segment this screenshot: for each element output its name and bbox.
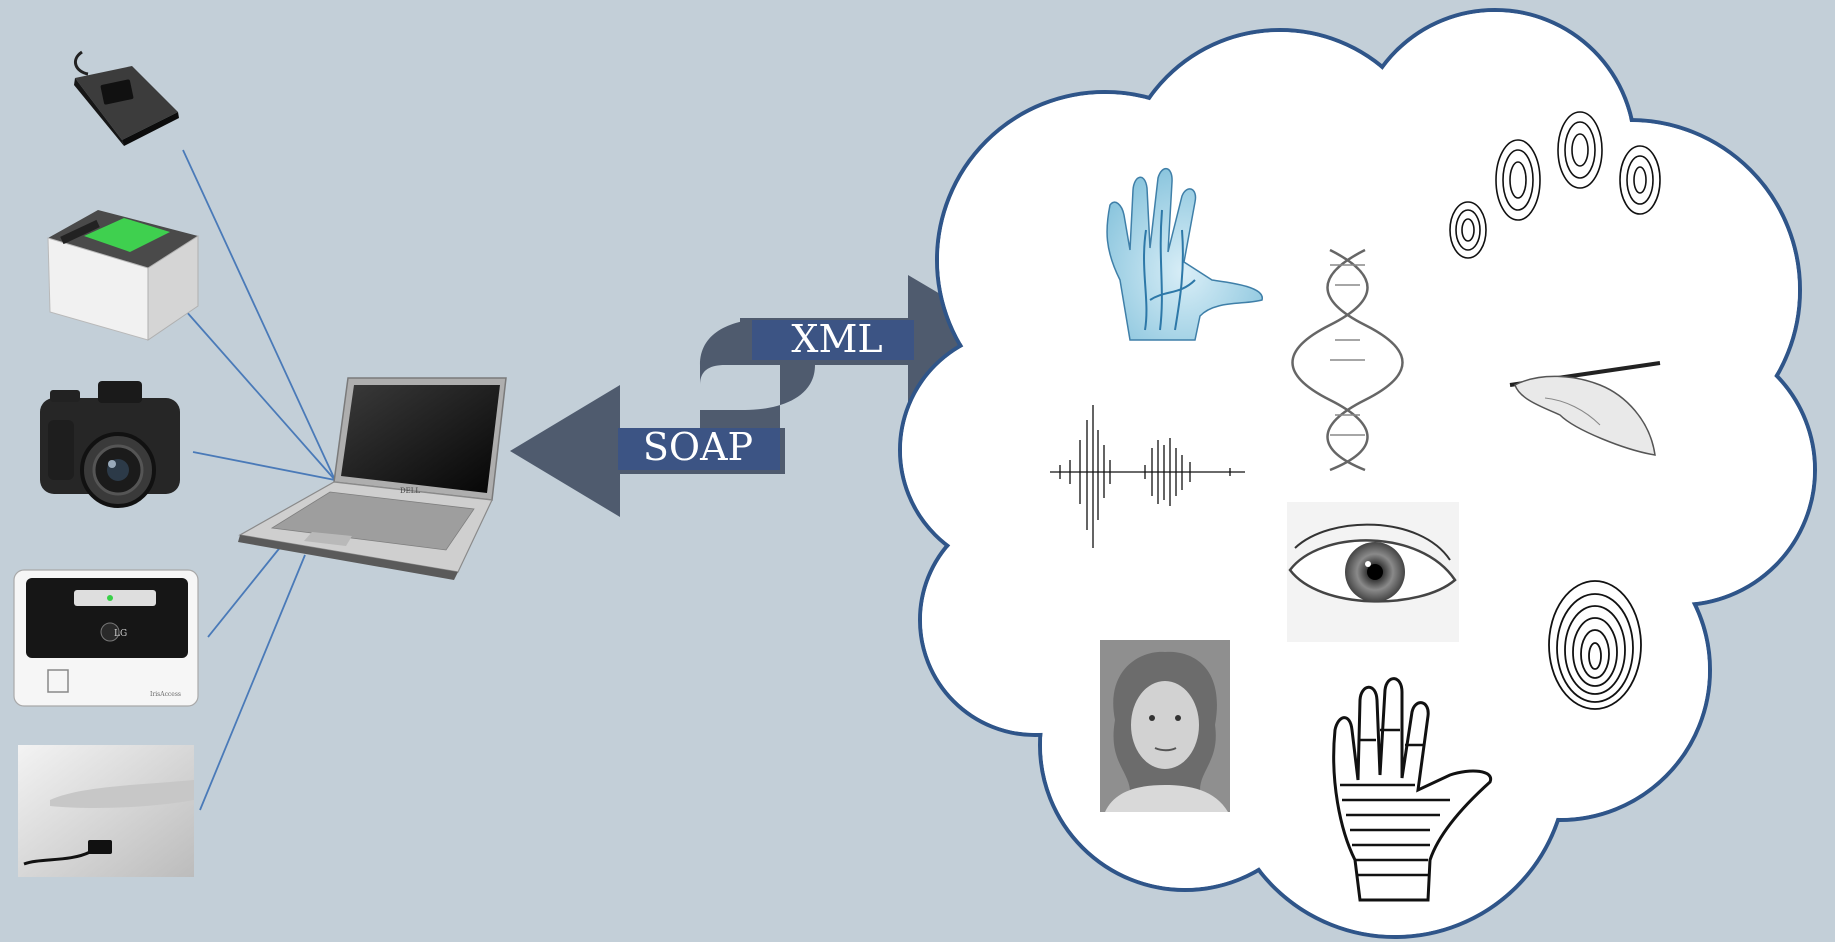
palm-vein-scanner-icon: [18, 745, 194, 877]
palm-print-icon: [1332, 677, 1493, 902]
dna-helix-icon: [1291, 248, 1404, 472]
fingerprints-icon: [1449, 111, 1661, 259]
eye-iris-icon: [1287, 502, 1459, 642]
multi-finger-scanner-icon: [47, 210, 199, 341]
iris-scanner-brand-text: LG: [114, 629, 127, 639]
connector-line-palm-scanner: [199, 554, 306, 811]
signature-hand-icon: [1509, 361, 1661, 456]
xml-label-text: XML: [791, 317, 882, 361]
single-fingerprint-icon: [1548, 580, 1642, 710]
laptop-icon: DELL: [238, 377, 507, 580]
face-photo-icon: [1100, 640, 1230, 812]
laptop-brand-text: DELL: [400, 487, 420, 495]
connector-line-multi-finger-scanner: [184, 309, 336, 481]
soap-label-text: SOAP: [643, 425, 753, 469]
device-connector-lines: [182, 149, 336, 811]
iris-scanner-model-text: IrisAccess: [150, 691, 181, 698]
voice-waveform-icon: [1050, 405, 1245, 548]
digital-camera-icon: [40, 381, 180, 508]
soap-label: SOAP: [618, 425, 780, 470]
connector-line-camera: [192, 451, 336, 481]
hand-vein-icon: [1106, 168, 1263, 341]
connector-line-iris-scanner: [207, 544, 283, 638]
connector-line-usb-reader: [182, 149, 336, 481]
usb-fingerprint-reader-icon: [73, 50, 179, 146]
iris-scanner-icon: LG IrisAccess: [13, 569, 199, 707]
xml-label: XML: [752, 317, 914, 361]
